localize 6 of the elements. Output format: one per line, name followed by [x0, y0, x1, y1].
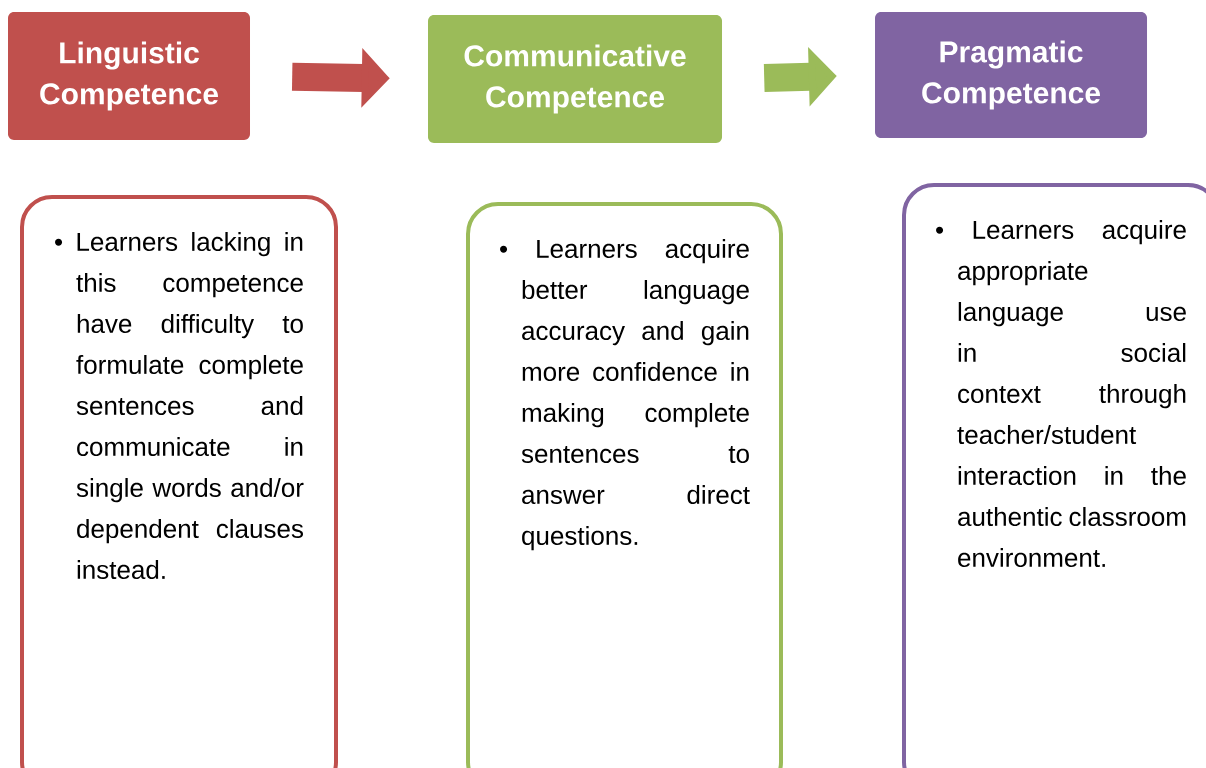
heading-box: Pragmatic Competence: [875, 12, 1147, 138]
text-box: • Learners acquire appropriate language use in social context through teacher/student interaction in the authentic classroom environment.: [902, 183, 1206, 768]
text-box: • Learners lacking in this competence have difficulty to formulate complete sentences and communicate in single words and/or dependent clauses instead.: [20, 195, 338, 768]
text-box: • Learners acquire better language accuracy and gain more confidence in making complete sentences to answer direct questions.: [466, 202, 783, 768]
heading-box: Communicative Competence: [428, 15, 722, 143]
heading-box: Linguistic Competence: [8, 12, 250, 140]
